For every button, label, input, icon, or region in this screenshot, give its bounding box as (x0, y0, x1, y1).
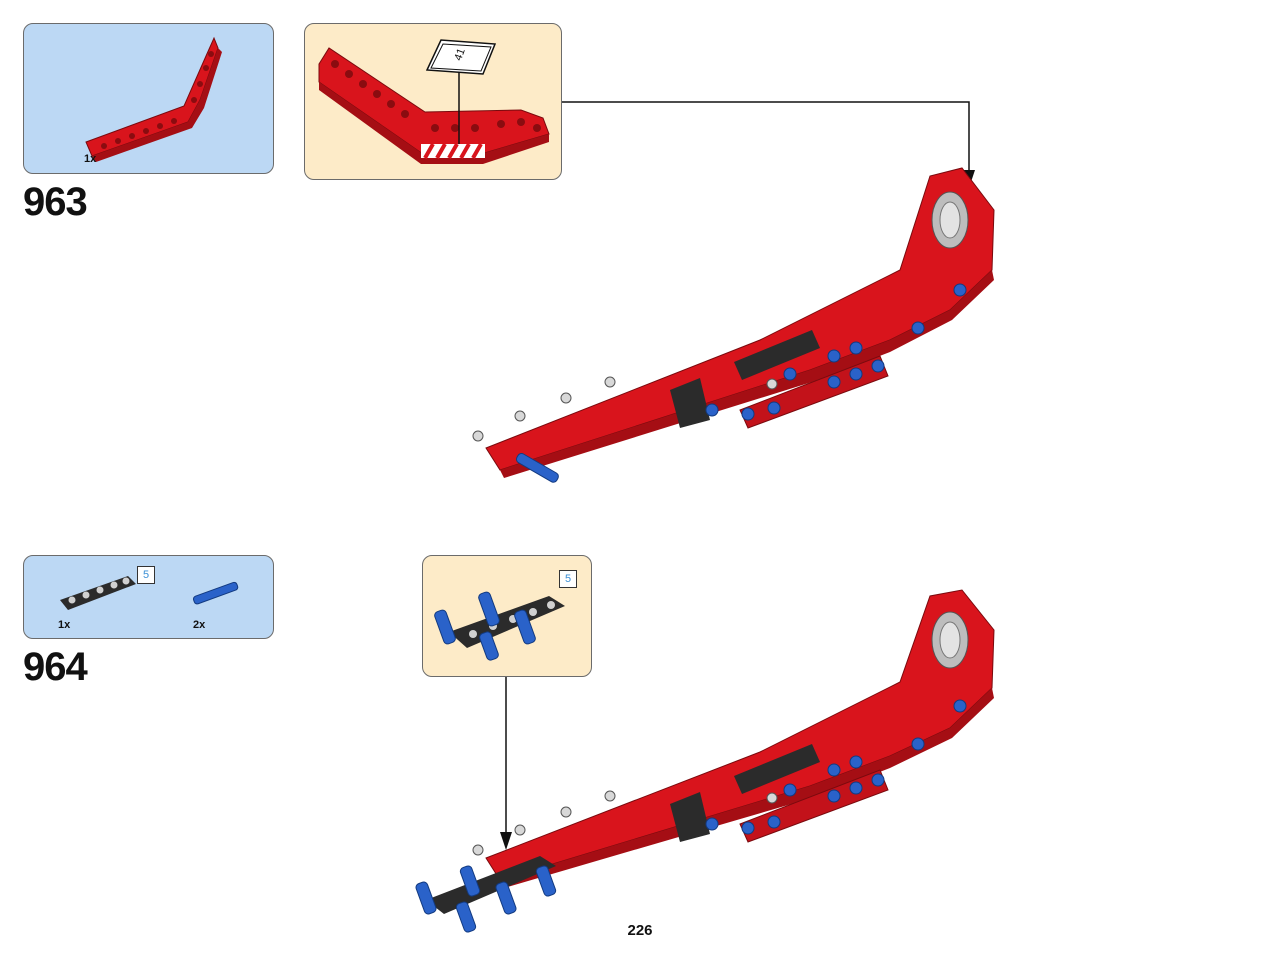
step-963-subassembly-callout: 41 (304, 23, 562, 180)
step-964-parts-list: 5 1x 2x (23, 555, 274, 639)
reference-number: 5 (559, 570, 577, 588)
step-number: 963 (23, 180, 88, 224)
part-qty-label: 1x (58, 619, 71, 631)
step-963-parts-list: 1x (23, 23, 274, 174)
part-qty-label: 1x (84, 153, 97, 165)
blue-pin-icon (415, 699, 967, 933)
step-number: 964 (23, 645, 88, 689)
step-964-subassembly-callout: 5 (422, 555, 592, 677)
sticker-number: 41 (452, 47, 467, 63)
hazard-stripe-sticker (421, 143, 485, 159)
reference-number: 5 (137, 566, 155, 584)
black-beam (426, 744, 820, 914)
gray-gear-wheel (931, 611, 969, 669)
red-bent-liftarm-icon (85, 36, 222, 162)
red-frame-assembly (485, 167, 995, 478)
blue-pin-icon (515, 283, 967, 483)
black-beam-icon (60, 576, 136, 610)
blue-pin-icon (192, 581, 239, 605)
sticker-icon: 41 (425, 39, 497, 75)
part-qty-label: 2x (193, 619, 206, 631)
gray-gear-wheel (931, 191, 969, 249)
red-bent-liftarm-with-sticker: 41 (318, 39, 550, 164)
gray-pins (472, 376, 778, 442)
page-number: 226 (627, 922, 653, 939)
gray-pins (472, 790, 778, 856)
black-beam (670, 330, 820, 428)
